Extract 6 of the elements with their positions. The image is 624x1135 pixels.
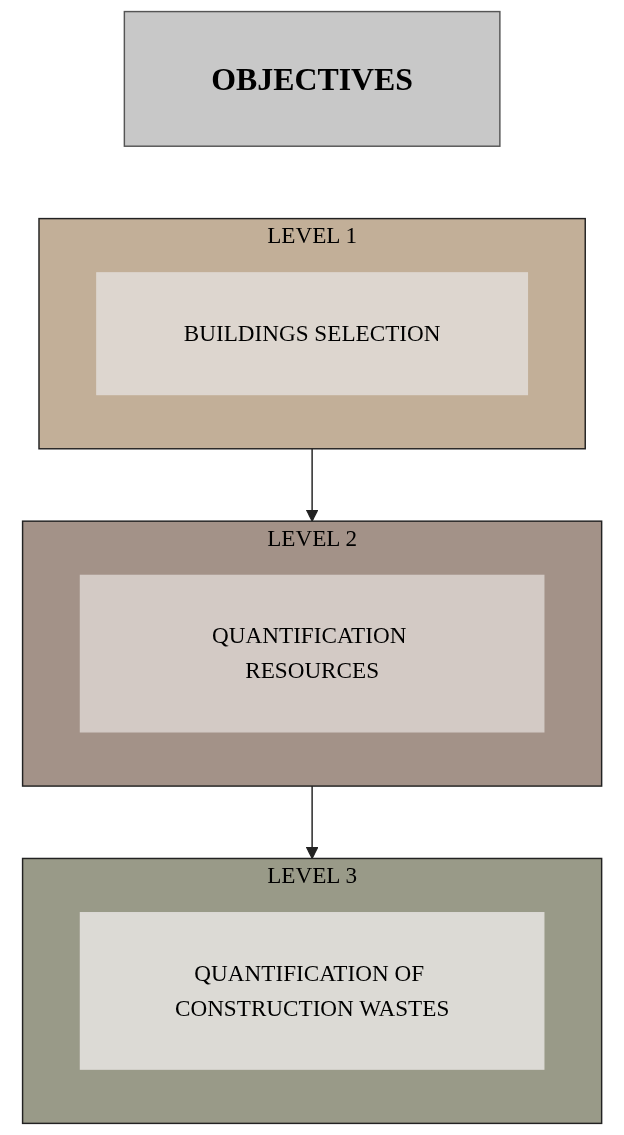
- node-box: BUILDINGS SELECTION: [96, 272, 528, 396]
- arrow: [305, 448, 319, 522]
- node-box: QUANTIFICATION OF CONSTRUCTION WASTES: [79, 912, 545, 1070]
- node-box: OBJECTIVES: [123, 10, 501, 147]
- arrow: [305, 785, 319, 860]
- node-box: QUANTIFICATION RESOURCES: [79, 574, 545, 733]
